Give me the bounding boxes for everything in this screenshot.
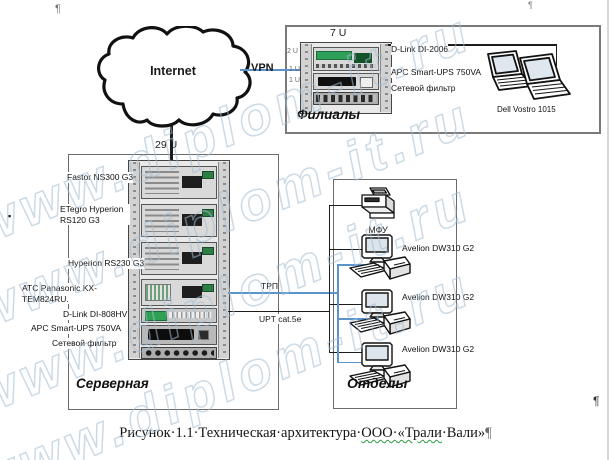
page-edge-line	[607, 0, 609, 460]
rack-rail	[218, 162, 229, 358]
pbx-unit	[141, 279, 217, 306]
equipment-label: Сетевой фильтр	[391, 83, 456, 94]
pilcrow-mark: ¶	[528, 0, 533, 10]
vpn-label: VPN	[251, 62, 274, 74]
ups-unit	[141, 325, 217, 345]
server-unit	[141, 204, 217, 237]
lan-branch-line	[329, 249, 369, 251]
mfp-printer-icon	[361, 187, 395, 219]
equipment-label: Сетевой фильтр	[52, 338, 117, 349]
mfp-label: МФУ	[368, 225, 388, 235]
server-rack-height-label: 29 U	[155, 139, 178, 151]
workstation-icon	[349, 234, 411, 280]
unit-size-label: 1 U	[289, 66, 300, 73]
internet-to-rack-line	[170, 126, 173, 162]
lan-bus-line	[329, 205, 331, 353]
telephone-branch-line	[337, 361, 379, 363]
departments-zone-title: Отделы	[347, 375, 408, 391]
rack-rail	[380, 44, 391, 112]
figure-caption: Рисунок·1.1·Техническая·архитектура·ООО·…	[0, 425, 611, 442]
equipment-label: Fastor NS300 G3	[67, 172, 134, 183]
rack-rail	[301, 44, 312, 112]
branch-power-strip-unit	[313, 92, 379, 105]
workstation-icon	[349, 289, 411, 335]
unit-size-label: 2 U	[287, 48, 298, 55]
caption-text-spellchecked: ООО·«Трали	[361, 425, 442, 441]
workstation-icon	[349, 342, 411, 388]
telephone-branch-line	[337, 318, 379, 320]
internet-label: Internet	[150, 64, 196, 78]
branch-lan-line	[388, 44, 557, 46]
equipment-label: APC Smart-UPS 750VA	[31, 323, 122, 334]
pilcrow-mark: ¶	[593, 394, 600, 408]
router-unit	[141, 308, 217, 323]
workstation-label: Avelion DW310 G2	[402, 344, 475, 354]
equipment-label: D-Link DI-2006	[391, 44, 449, 55]
branches-zone-box	[285, 25, 601, 134]
pilcrow-mark: ¶	[55, 3, 61, 15]
telephone-line-label: ТРП	[261, 281, 278, 291]
server-unit	[141, 166, 217, 199]
server-room-zone-box	[68, 154, 279, 410]
workstation-label: Avelion DW310 G2	[402, 243, 475, 253]
internet-cloud-icon	[97, 26, 252, 128]
stray-bullet-mark: ▪	[8, 211, 12, 221]
telephone-line	[228, 292, 338, 294]
equipment-label: APC Smart-UPS 750VA	[391, 67, 482, 78]
laptops-label: Dell Vostro 1015	[497, 105, 556, 114]
server-room-zone-title: Серверная	[76, 376, 149, 391]
lan-branch-line	[329, 304, 369, 306]
server-rack	[128, 160, 230, 360]
power-strip-unit	[141, 347, 217, 359]
lan-line-label: UPT cat.5e	[259, 314, 302, 324]
equipment-label: АТС Panasonic KX-TEM824RU.	[22, 283, 108, 304]
equipment-label: Hyperion RS230 G3	[68, 258, 145, 269]
unit-size-label: 1 U	[289, 77, 300, 84]
branch-rack	[300, 42, 392, 114]
laptops-icon	[487, 50, 571, 100]
telephone-bus-line	[337, 264, 339, 363]
lan-line	[228, 311, 330, 313]
branch-ups-unit	[313, 73, 379, 90]
lan-branch-line	[329, 352, 369, 354]
branches-zone-title: Филиалы	[297, 107, 361, 122]
departments-zone-box	[333, 179, 457, 409]
vpn-line	[240, 69, 300, 71]
pilcrow-mark: ¶	[485, 425, 492, 441]
branch-router-unit	[313, 47, 379, 71]
branch-rack-height-label: 7 U	[330, 27, 347, 39]
workstation-label: Avelion DW310 G2	[402, 292, 475, 302]
equipment-label: ETegro Hyperion RS120 G3	[60, 204, 130, 225]
branch-lan-line	[555, 44, 558, 66]
server-unit	[141, 242, 217, 275]
lan-branch-line	[329, 205, 362, 207]
telephone-branch-line	[337, 264, 379, 266]
caption-text: ·Вали»	[441, 425, 486, 441]
caption-text: Рисунок·1.1·Техническая·архитектура·	[119, 425, 362, 441]
equipment-label: D-Link DI-808HV	[63, 309, 128, 320]
